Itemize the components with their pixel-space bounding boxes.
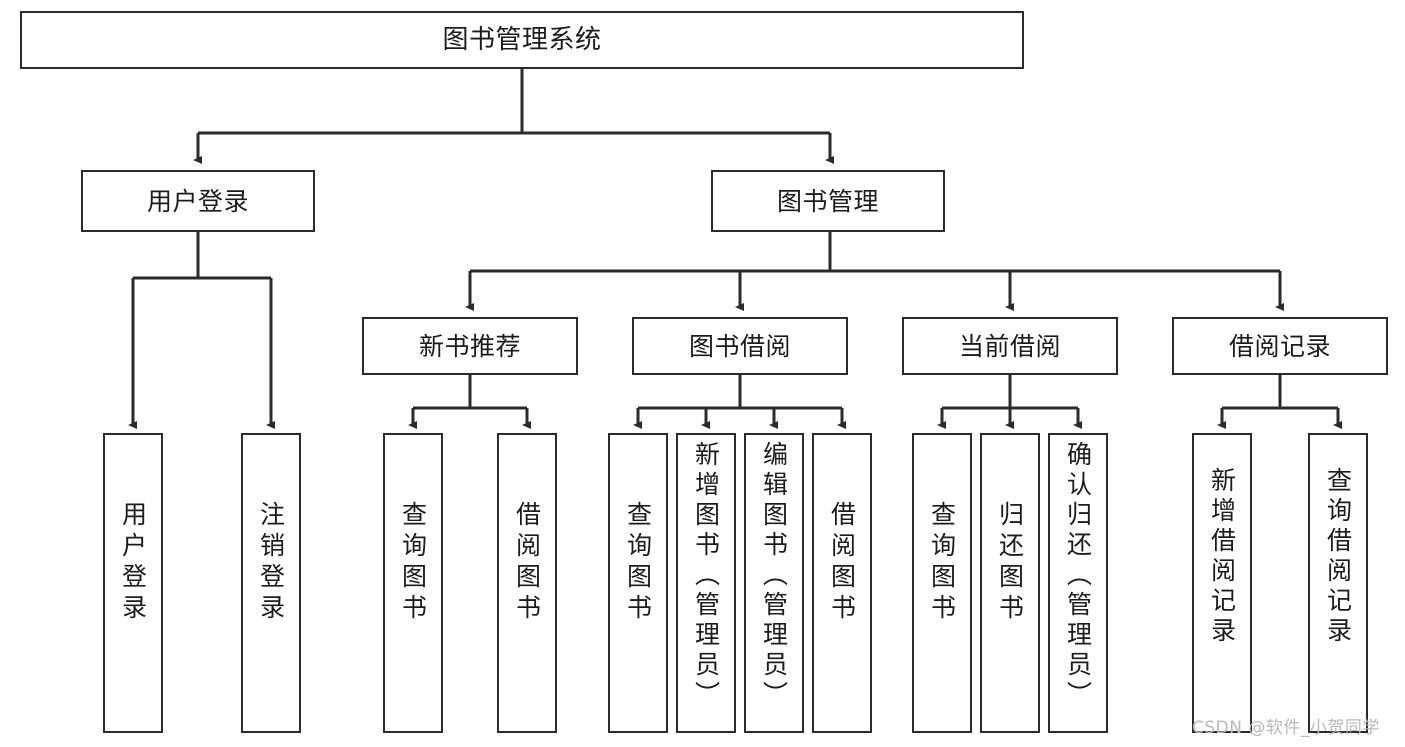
node-label: 确认归还（管理员） xyxy=(1063,441,1093,711)
leaf-add-record[interactable]: 新增借阅记录 xyxy=(1192,433,1252,733)
node-label: 查询借阅记录 xyxy=(1323,467,1353,647)
node-label: 当前借阅 xyxy=(958,331,1061,361)
node-label: 新增借阅记录 xyxy=(1207,467,1237,647)
leaf-query-book-2[interactable]: 查询图书 xyxy=(608,433,668,733)
node-label: 查询图书 xyxy=(398,501,428,625)
node-label: 借阅记录 xyxy=(1228,331,1331,361)
node-label: 用户登录 xyxy=(118,501,148,625)
node-label: 借阅图书 xyxy=(512,501,542,625)
node-label: 新增图书（管理员） xyxy=(691,441,721,711)
node-book-manage[interactable]: 图书管理 xyxy=(711,170,945,232)
node-label: 归还图书 xyxy=(995,501,1025,625)
leaf-borrow-book-1[interactable]: 借阅图书 xyxy=(497,433,557,733)
leaf-return-book[interactable]: 归还图书 xyxy=(980,433,1040,733)
node-label: 注销登录 xyxy=(256,501,286,625)
node-user-login[interactable]: 用户登录 xyxy=(81,170,315,232)
node-label: 图书管理系统 xyxy=(442,25,602,55)
node-label: 编辑图书（管理员） xyxy=(759,441,789,711)
node-new-book-recommend[interactable]: 新书推荐 xyxy=(362,317,578,375)
leaf-query-book-3[interactable]: 查询图书 xyxy=(912,433,972,733)
leaf-user-login[interactable]: 用户登录 xyxy=(103,433,163,733)
node-label: 查询图书 xyxy=(927,501,957,625)
node-label: 图书管理 xyxy=(776,186,879,216)
leaf-logout[interactable]: 注销登录 xyxy=(241,433,301,733)
leaf-query-record[interactable]: 查询借阅记录 xyxy=(1308,433,1368,733)
leaf-borrow-book-2[interactable]: 借阅图书 xyxy=(812,433,872,733)
leaf-query-book-1[interactable]: 查询图书 xyxy=(383,433,443,733)
node-current-borrow[interactable]: 当前借阅 xyxy=(902,317,1118,375)
node-label: 新书推荐 xyxy=(418,331,521,361)
node-book-borrow[interactable]: 图书借阅 xyxy=(632,317,848,375)
leaf-confirm-return[interactable]: 确认归还（管理员） xyxy=(1048,433,1108,733)
node-label: 借阅图书 xyxy=(827,501,857,625)
leaf-add-book[interactable]: 新增图书（管理员） xyxy=(676,433,736,733)
node-label: 图书借阅 xyxy=(688,331,791,361)
node-root-system[interactable]: 图书管理系统 xyxy=(20,11,1024,69)
node-label: 用户登录 xyxy=(146,186,249,216)
node-borrow-record[interactable]: 借阅记录 xyxy=(1172,317,1388,375)
node-label: 查询图书 xyxy=(623,501,653,625)
leaf-edit-book[interactable]: 编辑图书（管理员） xyxy=(744,433,804,733)
watermark: CSDN @软件_小贺同学 xyxy=(1192,718,1380,738)
